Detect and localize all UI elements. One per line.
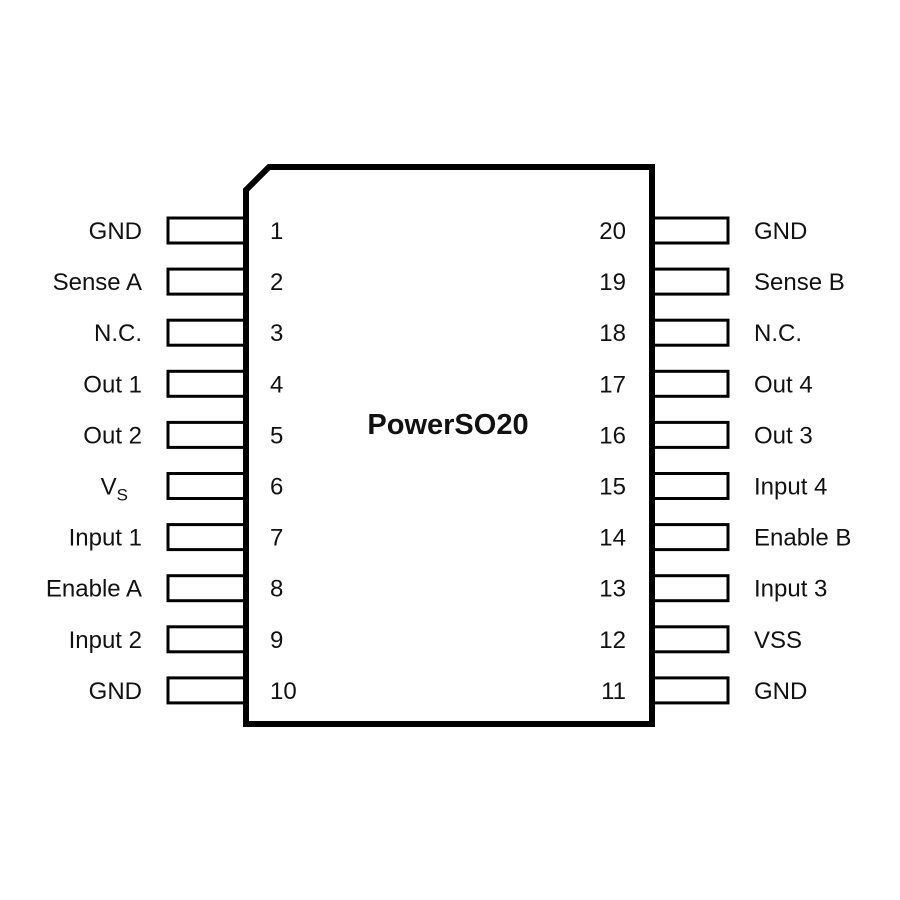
pin-label-left-2: Sense A (53, 269, 142, 296)
pin-label-left-1: GND (89, 218, 142, 245)
pin-label-right-18: N.C. (754, 320, 802, 347)
pin-label-text: Out 4 (754, 371, 813, 398)
pin-number-12: 12 (599, 627, 626, 654)
pin-lead-right-19 (650, 267, 730, 296)
pin-lead-left-4 (166, 369, 248, 398)
pin-lead-left-10 (166, 676, 248, 705)
pin-label-left-6: VS (101, 474, 128, 505)
pin-label-right-14: Enable B (754, 525, 851, 552)
pin-label-text: N.C. (94, 320, 142, 347)
pin-lead-right-14 (650, 523, 730, 552)
pin-number-1: 1 (270, 218, 283, 245)
pin-number-14: 14 (599, 525, 626, 552)
pin-number-9: 9 (270, 627, 283, 654)
package-name: PowerSO20 (367, 409, 528, 441)
pin-label-text: Input 1 (69, 525, 142, 552)
pin-lead-left-7 (166, 523, 248, 552)
pin-lead-right-12 (650, 625, 730, 654)
pin-label-left-8: Enable A (46, 576, 142, 603)
pin-number-3: 3 (270, 320, 283, 347)
pin-label-text: Enable B (754, 525, 851, 552)
pin-number-17: 17 (599, 371, 626, 398)
pin-number-19: 19 (599, 269, 626, 296)
pin-label-right-19: Sense B (754, 269, 845, 296)
right-pin-group: GND Sense B N.C. Out 4 Out 3 Input 4 Enable B I… (650, 216, 851, 705)
pin-label-text: GND (89, 678, 142, 705)
pin-label-text: N.C. (754, 320, 802, 347)
left-pin-group: GND Sense A N.C. Out 1 Out 2 VS Input 1 Enable … (46, 216, 248, 705)
pin-label-text: V (101, 474, 117, 501)
pin-label-text: Sense B (754, 269, 845, 296)
pin-lead-right-20 (650, 216, 730, 245)
pin-lead-left-2 (166, 267, 248, 296)
pin-label-right-17: Out 4 (754, 371, 813, 398)
pin-number-11: 11 (601, 678, 626, 705)
pin-number-13: 13 (599, 576, 626, 603)
pin-label-text: Input 3 (754, 576, 827, 603)
pin-label-left-10: GND (89, 678, 142, 705)
pin-label-right-15: Input 4 (754, 474, 827, 501)
pin-lead-right-18 (650, 318, 730, 347)
pin-label-text: GND (89, 218, 142, 245)
pin-label-text: Enable A (46, 576, 142, 603)
pin-label-text: GND (754, 678, 807, 705)
pin-label-left-3: N.C. (94, 320, 142, 347)
pin-number-10: 10 (270, 678, 297, 705)
pin-label-text: Input 4 (754, 474, 827, 501)
pin-lead-right-16 (650, 420, 730, 449)
pin-lead-left-5 (166, 420, 248, 449)
pin-label-left-9: Input 2 (69, 627, 142, 654)
pin-label-text: Out 3 (754, 422, 813, 449)
pin-label-text: GND (754, 218, 807, 245)
pin-label-subscript: S (117, 486, 128, 505)
pin-lead-left-9 (166, 625, 248, 654)
pin-label-text: VSS (754, 627, 802, 654)
pin-number-7: 7 (270, 525, 283, 552)
pin-lead-right-17 (650, 369, 730, 398)
pin-number-20: 20 (599, 218, 626, 245)
pin-lead-left-6 (166, 472, 248, 500)
pin-number-2: 2 (270, 269, 283, 296)
pin-label-text: Out 2 (83, 422, 142, 449)
pin-lead-left-1 (166, 216, 248, 245)
pin-number-6: 6 (270, 474, 283, 501)
pin-lead-left-8 (166, 574, 248, 603)
pin-label-right-16: Out 3 (754, 422, 813, 449)
pin-number-18: 18 (599, 320, 626, 347)
pin-number-8: 8 (270, 576, 283, 603)
pin-label-text: Input 2 (69, 627, 142, 654)
pin-lead-right-13 (650, 574, 730, 603)
pin-label-right-13: Input 3 (754, 576, 827, 603)
pin-label-text: Out 1 (83, 371, 142, 398)
pin-label-right-12: VSS (754, 627, 802, 654)
pin-label-left-5: Out 2 (83, 422, 142, 449)
pin-lead-right-15 (650, 472, 730, 500)
pin-lead-left-3 (166, 318, 248, 347)
chip-body (243, 164, 655, 727)
pin-label-left-4: Out 1 (83, 371, 142, 398)
pin-lead-right-11 (650, 676, 730, 705)
pin-label-left-7: Input 1 (69, 525, 142, 552)
pin-number-4: 4 (270, 371, 283, 398)
pin-label-text: Sense A (53, 269, 142, 296)
pin-number-15: 15 (599, 474, 626, 501)
pin-label-right-20: GND (754, 218, 807, 245)
pin-number-5: 5 (270, 422, 283, 449)
pin-label-right-11: GND (754, 678, 807, 705)
pin-number-16: 16 (599, 422, 626, 449)
